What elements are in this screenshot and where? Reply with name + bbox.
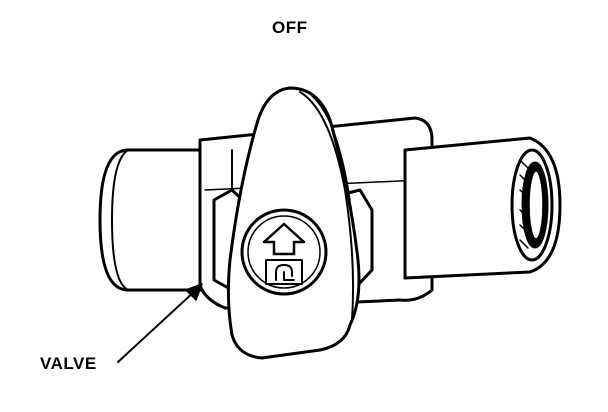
up-arrow-icon	[262, 222, 306, 256]
state-title: OFF	[272, 18, 308, 37]
callout-arrowhead	[185, 283, 203, 301]
power-symbol-icon	[265, 259, 303, 285]
valve-callout-label: VALVE	[40, 354, 97, 373]
callout-leader	[117, 289, 197, 363]
